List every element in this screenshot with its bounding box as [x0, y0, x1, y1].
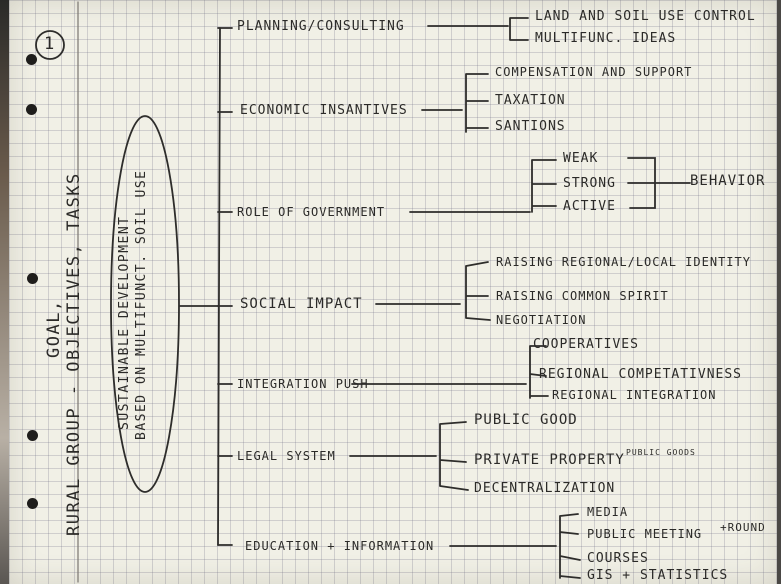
- item-gis-statistics: GIS + STATISTICS: [587, 568, 729, 583]
- item-public-meeting: PUBLIC MEETING: [587, 527, 703, 541]
- item-raising-common-spirit: RAISING COMMON SPIRIT: [496, 289, 669, 303]
- item-private-property: PRIVATE PROPERTY: [474, 452, 625, 468]
- item-note-public-goods: PUBLIC GOODS: [626, 448, 696, 457]
- binder-hole: [27, 430, 38, 441]
- item-compensation-support: COMPENSATION AND SUPPORT: [495, 65, 693, 79]
- binder-hole: [27, 273, 38, 284]
- item-public-good: PUBLIC GOOD: [474, 412, 578, 428]
- binder-hole: [26, 54, 37, 65]
- branch-role-of-government: ROLE OF GOVERNMENT: [237, 205, 386, 219]
- binder-hole: [26, 104, 37, 115]
- left-title-line1: GOAL,: [44, 299, 64, 358]
- branch-integration-push: INTEGRATION PUSH: [237, 377, 369, 391]
- item-cooperatives: COOPERATIVES: [533, 337, 639, 352]
- branch-education-information: EDUCATION + INFORMATION: [245, 539, 435, 553]
- item-taxation: TAXATION: [495, 93, 566, 108]
- grid-paper-sheet: [9, 0, 777, 584]
- item-multifunc-ideas: MULTIFUNC. IDEAS: [535, 31, 677, 46]
- branch-social-impact: SOCIAL IMPACT: [240, 296, 363, 312]
- item-regional-integration: REGIONAL INTEGRATION: [552, 388, 717, 402]
- item-courses: COURSES: [587, 551, 649, 566]
- item-regional-competativness: REGIONAL COMPETATIVNESS: [539, 367, 743, 382]
- item-active: ACTIVE: [563, 199, 616, 214]
- branch-economic-insantives: ECONOMIC INSANTIVES: [240, 103, 408, 118]
- item-media: MEDIA: [587, 505, 629, 519]
- item-decentralization: DECENTRALIZATION: [474, 481, 616, 496]
- center-goal-line1: SUSTAINABLE DEVELOPMENT: [117, 215, 132, 430]
- left-title-line2: RURAL GROUP - OBJECTIVES, TASKS: [64, 172, 84, 536]
- item-strong: STRONG: [563, 176, 616, 191]
- item-land-soil-use-control: LAND AND SOIL USE CONTROL: [535, 9, 756, 24]
- item-raising-identity: RAISING REGIONAL/LOCAL IDENTITY: [496, 255, 751, 269]
- item-negotiation: NEGOTIATION: [496, 313, 587, 327]
- center-goal-line2: BASED ON MULTIFUNCT. SOIL USE: [134, 169, 149, 440]
- group-label-behavior: BEHAVIOR: [690, 173, 766, 189]
- branch-legal-system: LEGAL SYSTEM: [237, 449, 336, 463]
- item-note-round: +ROUND: [720, 521, 766, 534]
- item-santions: SANTIONS: [495, 119, 566, 134]
- binder-hole: [27, 498, 38, 509]
- item-weak: WEAK: [563, 151, 599, 166]
- page-number: 1: [44, 34, 56, 54]
- branch-planning-consulting: PLANNING/CONSULTING: [237, 19, 405, 34]
- background-right: [775, 0, 781, 584]
